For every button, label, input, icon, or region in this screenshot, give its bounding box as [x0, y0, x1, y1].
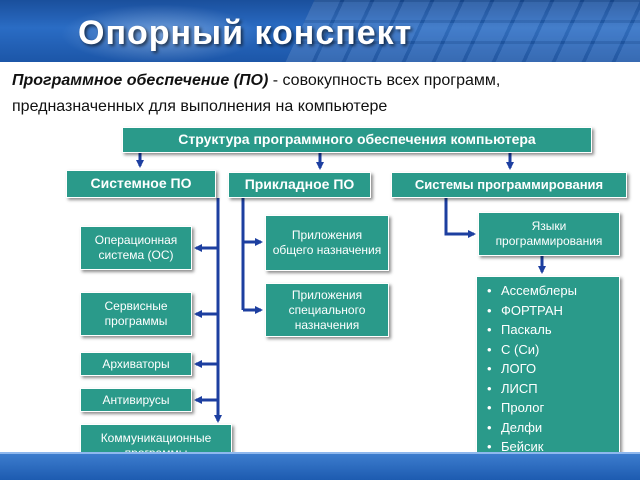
bottom-decoration-band — [0, 452, 640, 480]
title-banner: Опорный конспект — [0, 0, 640, 62]
node-service-programs: Сервисные программы — [80, 292, 192, 336]
list-item: ЛИСП — [485, 379, 613, 399]
list-item: ЛОГО — [485, 359, 613, 379]
definition-text: Программное обеспечение (ПО) - совокупно… — [12, 68, 612, 120]
bottom-band-highlight — [0, 452, 640, 454]
list-item: Делфи — [485, 418, 613, 438]
node-general-applications: Приложения общего назначения — [265, 215, 389, 271]
list-item: Бейсик — [485, 437, 613, 457]
list-item: Паскаль — [485, 320, 613, 340]
list-item: ФОРТРАН — [485, 301, 613, 321]
list-item: Ассемблеры — [485, 281, 613, 301]
banner-glow — [60, 4, 260, 62]
node-special-applications: Приложения специального назначения — [265, 283, 389, 337]
node-antivirus: Антивирусы — [80, 388, 192, 412]
node-programming-languages: Языки программирования — [478, 212, 620, 256]
branch-system-software: Системное ПО — [66, 170, 216, 198]
list-item: С (Си) — [485, 340, 613, 360]
node-archivers: Архиваторы — [80, 352, 192, 376]
root-node: Структура программного обеспечения компь… — [122, 127, 592, 153]
branch-applied-software: Прикладное ПО — [228, 172, 371, 198]
node-operating-system: Операционная система (ОС) — [80, 226, 192, 270]
list-item: Пролог — [485, 398, 613, 418]
page-title: Опорный конспект — [78, 14, 413, 52]
languages-list: Ассемблеры ФОРТРАН Паскаль С (Си) ЛОГО Л… — [476, 276, 620, 476]
branch-programming-systems: Системы программирования — [391, 172, 627, 198]
definition-term: Программное обеспечение (ПО) — [12, 72, 269, 89]
definition-body: - совокупность всех программ, предназнач… — [12, 72, 501, 115]
connector-programming-languages — [444, 198, 476, 238]
